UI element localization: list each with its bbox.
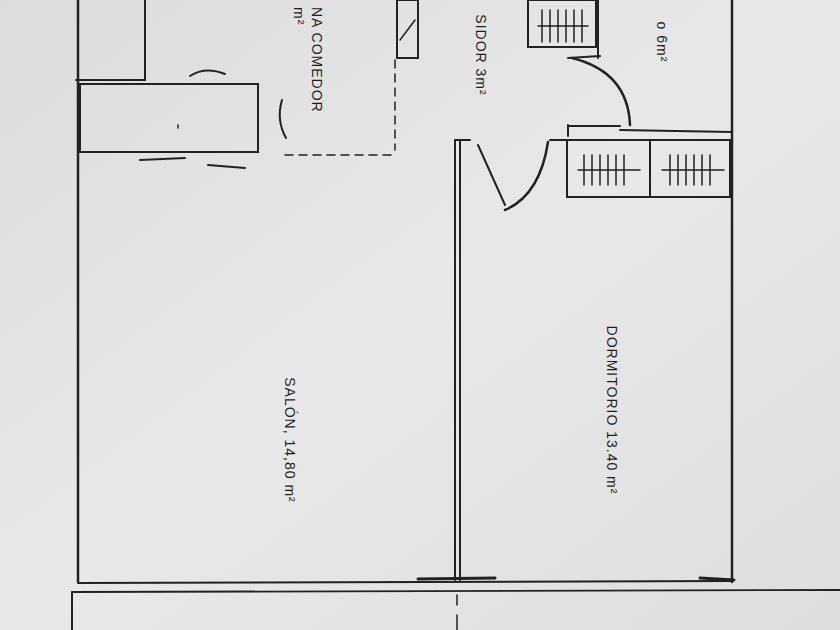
room-label: SALÓN, 14,80 m² bbox=[281, 377, 299, 503]
room-area: SIDOR 3m² bbox=[418, 0, 527, 140]
room-area: o 6m² bbox=[598, 0, 732, 126]
room-label: NA COMEDOR m² bbox=[290, 7, 326, 117]
room-label: SIDOR 3m² bbox=[471, 14, 489, 95]
walls bbox=[72, 0, 840, 630]
room-area: NA COMEDOR m² bbox=[146, 0, 395, 155]
room-label: o 6m² bbox=[653, 22, 671, 63]
room-area: DORMITORIO 13.40 m² bbox=[460, 197, 732, 580]
room-area: SALÓN, 14,80 m² bbox=[78, 155, 455, 580]
room-label: DORMITORIO 13.40 m² bbox=[603, 326, 621, 495]
